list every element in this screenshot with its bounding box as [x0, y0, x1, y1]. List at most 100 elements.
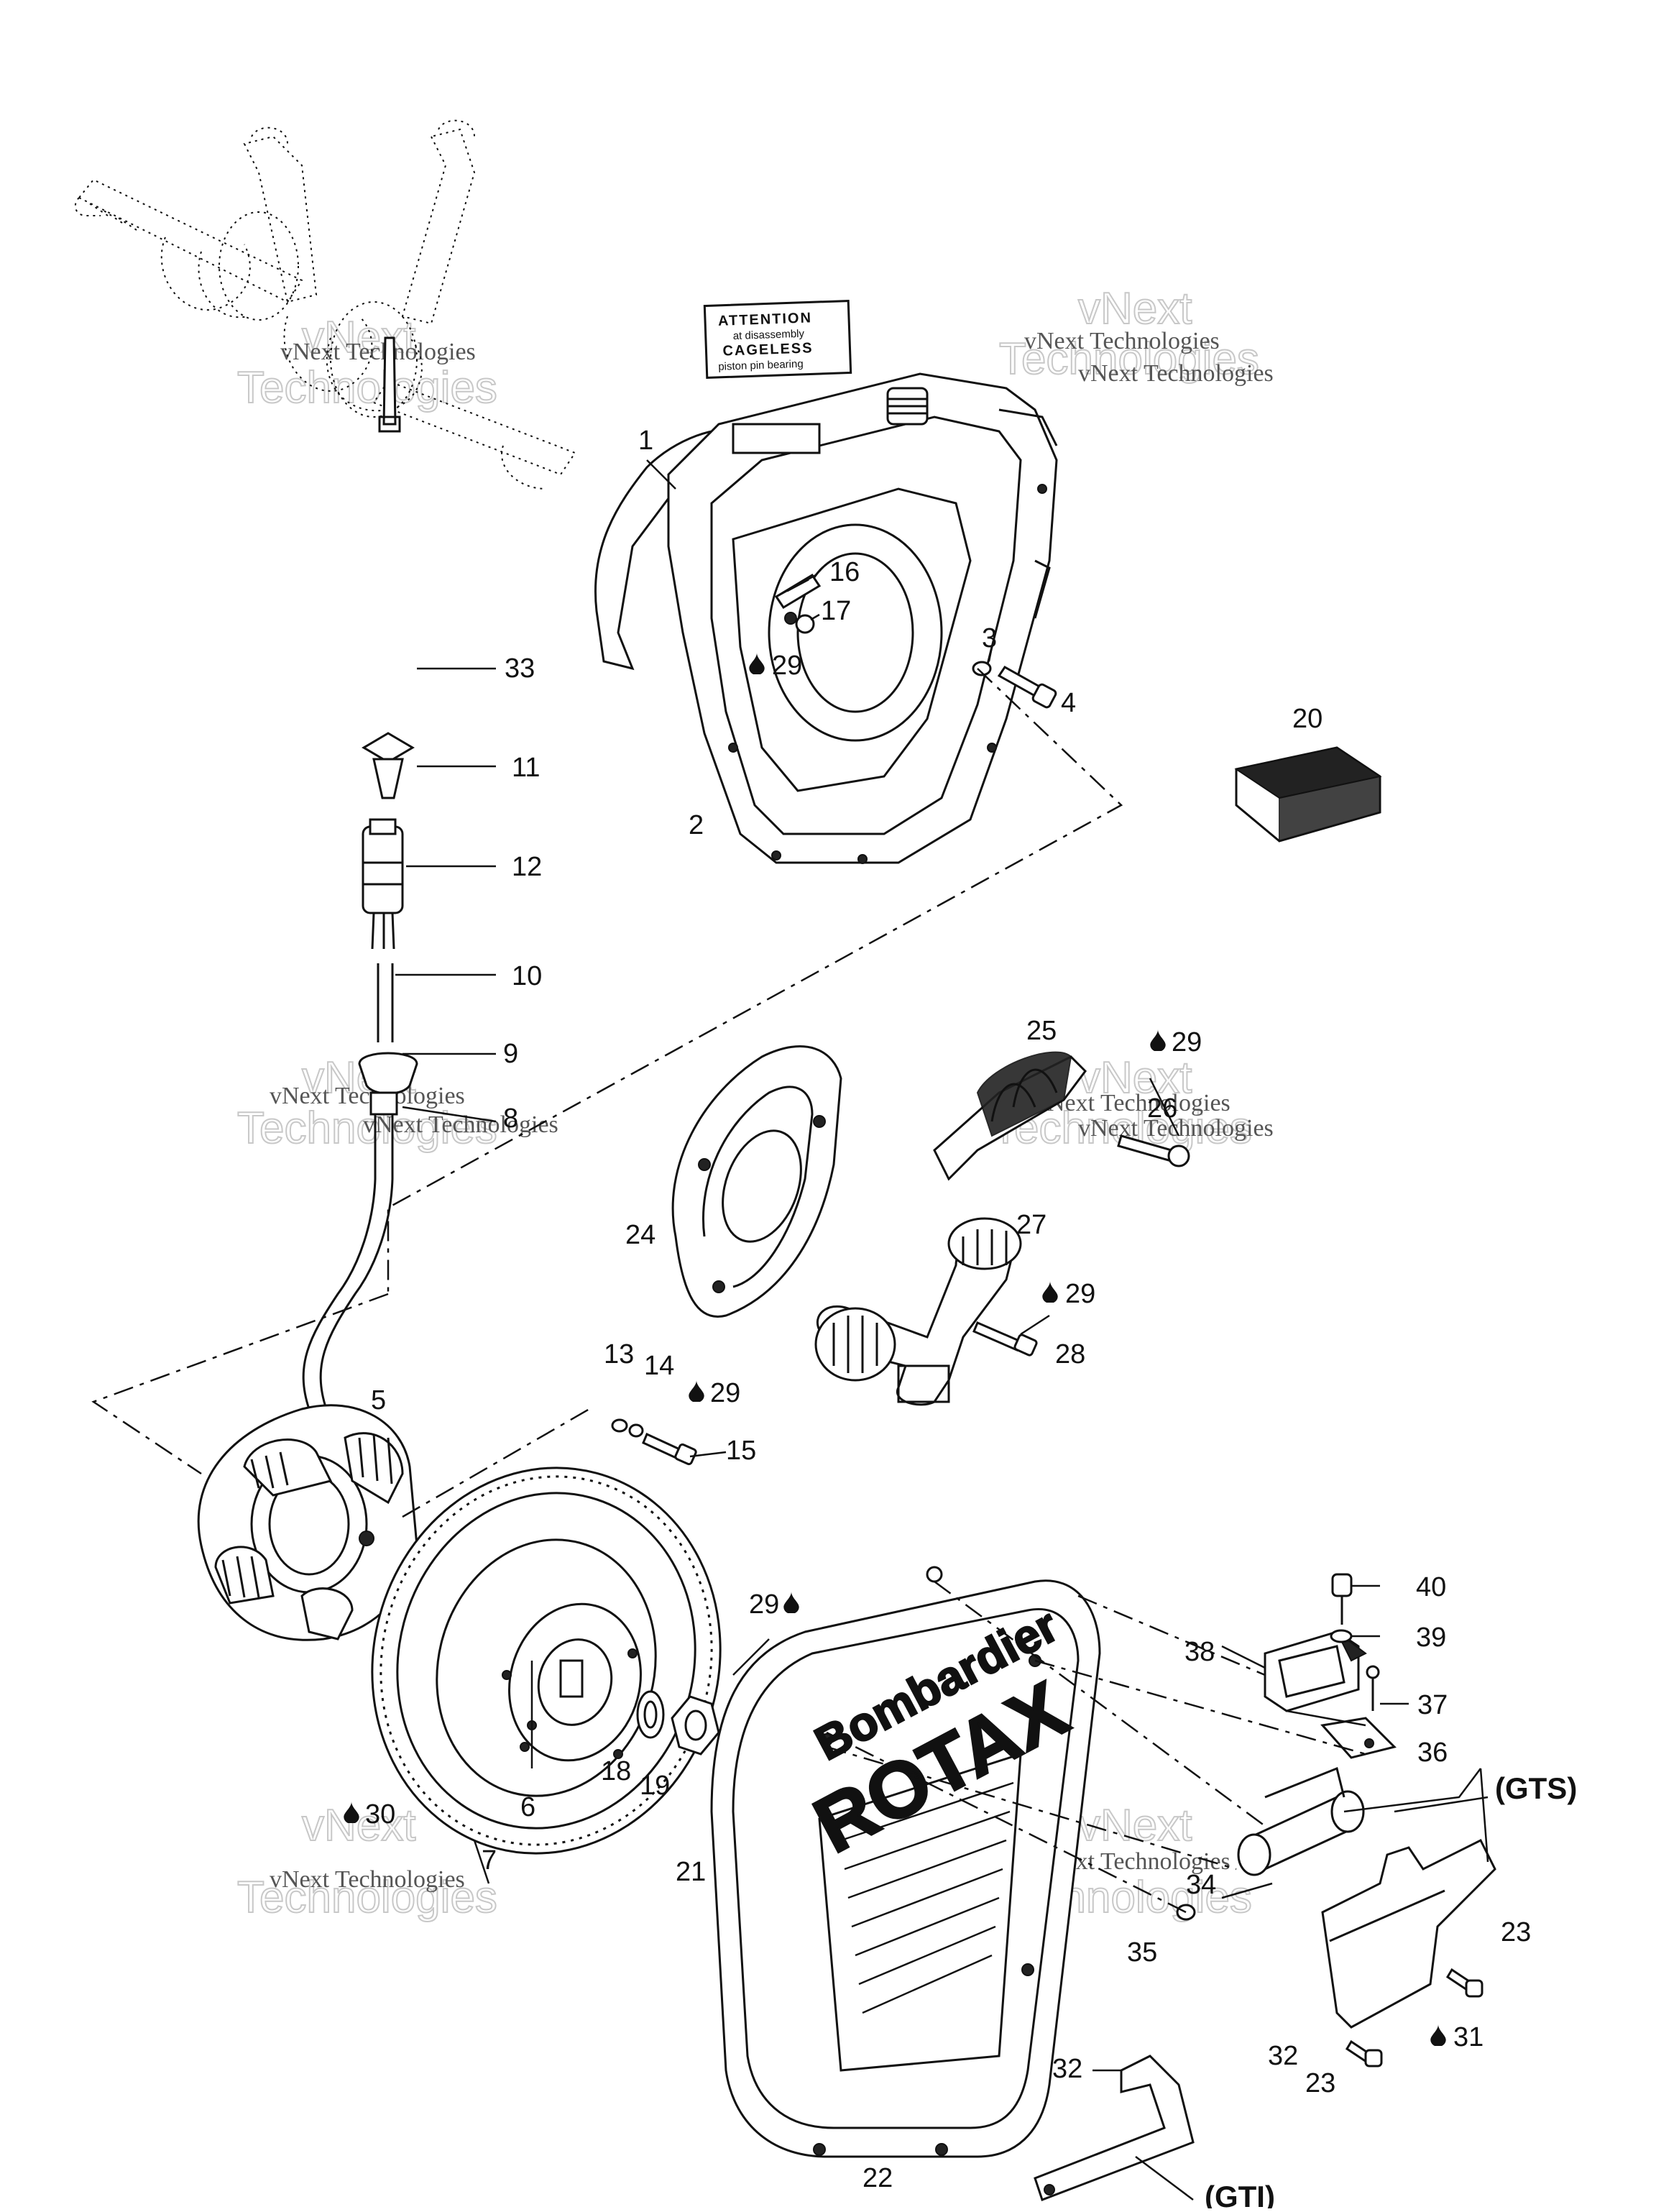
callout-4: 4 — [1061, 688, 1076, 718]
screw-4 — [997, 666, 1057, 709]
lubricant-icon — [1430, 2024, 1446, 2046]
callout-13: 13 — [604, 1339, 634, 1369]
screw-23-upper — [1445, 1968, 1484, 1998]
callout-29-screw: 29 — [710, 1378, 740, 1408]
lubricant-icon — [1042, 1281, 1058, 1303]
callout-27: 27 — [1016, 1210, 1046, 1240]
crankshaft-ghost — [74, 119, 576, 490]
pin-37 — [1366, 1665, 1380, 1711]
callout-30: 30 — [365, 1799, 395, 1830]
block-20 — [1234, 746, 1382, 843]
callout-21: 21 — [676, 1857, 706, 1887]
watermark-small: vNext Technologies — [270, 1866, 465, 1893]
callout-8: 8 — [503, 1103, 518, 1134]
lockwasher-14 — [628, 1423, 644, 1438]
callout-29-bracket: 29 — [1065, 1279, 1095, 1309]
callout-14: 14 — [644, 1351, 674, 1381]
variant-gts: (GTS) — [1495, 1771, 1577, 1805]
alignment-lines — [91, 668, 1366, 1914]
callout-7: 7 — [482, 1845, 497, 1876]
callout-39: 39 — [1416, 1623, 1446, 1653]
callout-31: 31 — [1453, 2022, 1484, 2052]
lubricant-icon — [783, 1592, 799, 1613]
callouts: 1 2 3 4 5 6 7 8 9 10 11 12 13 14 15 16 1… — [344, 426, 1577, 2212]
callout-24: 24 — [625, 1220, 656, 1250]
lubricant-icon — [689, 1380, 704, 1402]
callout-3: 3 — [982, 623, 997, 653]
screw-17 — [795, 613, 820, 634]
starter-bracket-27 — [814, 1217, 1022, 1406]
callout-37: 37 — [1417, 1690, 1448, 1720]
magneto-cover-21: Bombardier ROTAX — [710, 1566, 1101, 2158]
callout-22: 22 — [862, 2163, 893, 2193]
callout-16: 16 — [829, 557, 860, 587]
magneto-housing — [594, 372, 1058, 864]
watermark-big-bottom: Technologies — [237, 363, 497, 413]
gts-bracket-32 — [1321, 1838, 1496, 2029]
attention-line-2: at disassembly — [733, 328, 805, 342]
callout-19: 19 — [640, 1771, 670, 1801]
callout-29-coil: 29 — [1172, 1027, 1202, 1057]
watermark-big-top: vNext — [302, 313, 415, 362]
callout-15: 15 — [726, 1436, 756, 1466]
attention-line-1: ATTENTION — [718, 310, 813, 329]
watermark-big-bottom: Technologies — [999, 334, 1259, 384]
bracket-38 — [1264, 1630, 1367, 1712]
callout-11: 11 — [512, 753, 540, 783]
callout-33: 33 — [505, 653, 535, 684]
sensor-stack — [302, 336, 418, 1410]
watermark-small: vNext Technologies — [280, 339, 476, 365]
callout-6: 6 — [520, 1792, 535, 1822]
callout-25: 25 — [1026, 1016, 1057, 1046]
variant-gti: (GTI) — [1205, 2180, 1275, 2208]
callout-36: 36 — [1417, 1738, 1448, 1768]
leader-lines — [395, 459, 1489, 2200]
attention-line-3: CAGELESS — [722, 340, 814, 359]
callout-23-lower: 23 — [1305, 2068, 1335, 2098]
callout-40: 40 — [1416, 1572, 1446, 1602]
washer-3 — [972, 661, 992, 676]
callout-23-upper: 23 — [1501, 1917, 1531, 1947]
watermark-big-top: vNext — [1078, 1053, 1192, 1103]
washer-13 — [611, 1418, 628, 1433]
watermark-big-top: vNext — [1078, 1801, 1192, 1850]
callout-9: 9 — [503, 1039, 518, 1069]
screw-26 — [1117, 1134, 1190, 1167]
sleeve-34 — [1237, 1766, 1365, 1876]
watermark-big-bottom: Technologies — [237, 1103, 497, 1153]
callout-38: 38 — [1184, 1637, 1215, 1667]
lubricant-icon — [1150, 1029, 1166, 1051]
screw-23-lower — [1345, 2039, 1383, 2068]
plate-24 — [671, 1045, 842, 1318]
watermark-big-top: vNext — [1078, 284, 1192, 334]
callout-5: 5 — [371, 1385, 386, 1415]
watermark-small: vNext Technologies — [1024, 328, 1220, 354]
callout-12: 12 — [512, 852, 542, 882]
watermark-small: vNext Technologies — [1078, 360, 1274, 387]
callout-32-gti: 32 — [1052, 2054, 1082, 2084]
callout-32-gts: 32 — [1268, 2041, 1298, 2071]
callout-34: 34 — [1186, 1870, 1216, 1900]
screw-40 — [1331, 1573, 1353, 1625]
callout-18: 18 — [601, 1756, 631, 1786]
attention-label: ATTENTION at disassembly CAGELESS piston… — [703, 299, 852, 380]
watermark-big-bottom: Technologies — [237, 1873, 497, 1922]
callout-35: 35 — [1127, 1937, 1157, 1968]
watermark-big-top: vNext — [302, 1801, 415, 1850]
washer-39 — [1330, 1629, 1353, 1643]
attention-line-4: piston pin bearing — [718, 358, 804, 373]
washer-18 — [636, 1690, 665, 1739]
callout-20: 20 — [1292, 704, 1322, 734]
screw-28 — [972, 1321, 1038, 1357]
callout-29-cover: 29 — [749, 1589, 779, 1620]
callout-10: 10 — [512, 961, 542, 991]
callout-26: 26 — [1147, 1093, 1177, 1124]
callout-2: 2 — [689, 810, 704, 840]
callout-29-housing: 29 — [772, 651, 802, 681]
screw-15 — [642, 1432, 697, 1466]
callout-17: 17 — [821, 596, 851, 626]
stator-5 — [197, 1404, 418, 1641]
callout-1: 1 — [638, 426, 653, 456]
